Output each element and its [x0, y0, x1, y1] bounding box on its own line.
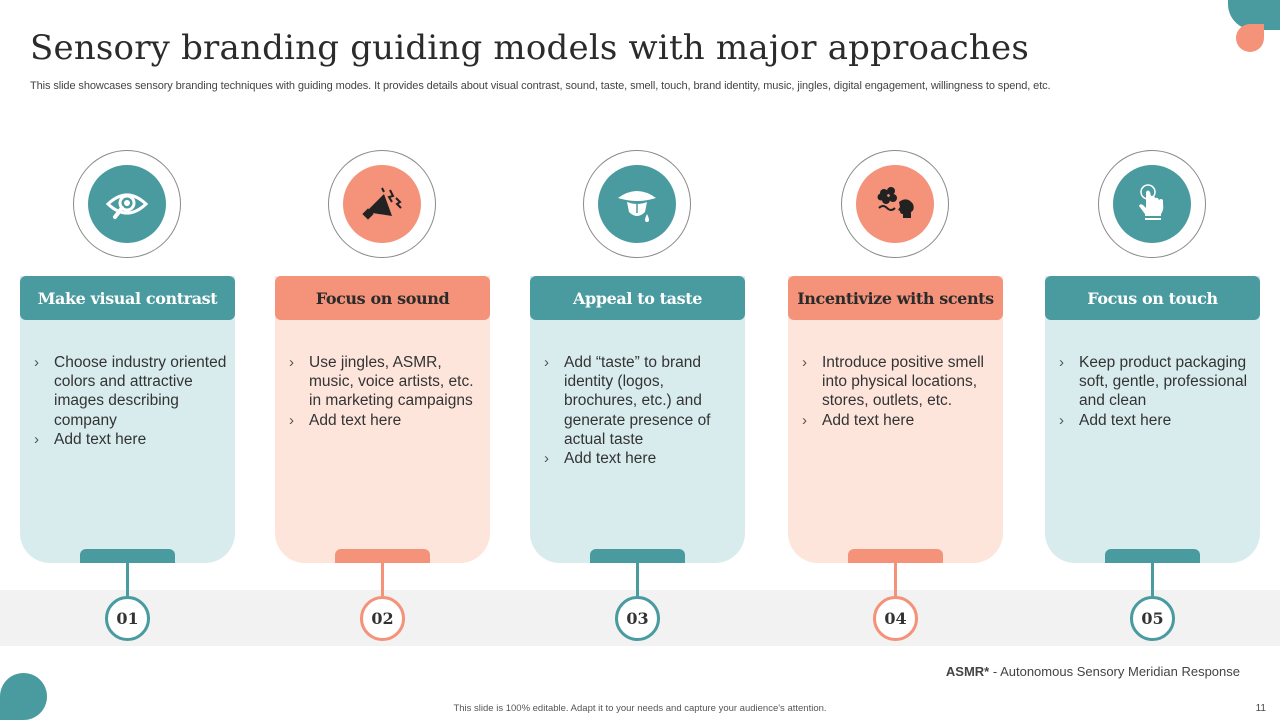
chevron-right-icon: › — [1059, 411, 1064, 429]
chevron-right-icon: › — [34, 430, 39, 448]
step-number: 04 — [873, 596, 918, 641]
step-number: 05 — [1130, 596, 1175, 641]
chevron-right-icon: › — [802, 411, 807, 429]
list-item: ›Add text here — [802, 411, 915, 429]
mouth-tongue-icon — [618, 191, 656, 222]
approach-card: Make visual contrast ›Choose industry or… — [20, 276, 235, 563]
icon-ring — [328, 150, 436, 258]
icon-ring — [1098, 150, 1206, 258]
icon-ring — [841, 150, 949, 258]
chevron-right-icon: › — [544, 450, 549, 468]
approach-card: Focus on touch ›Keep product packaging s… — [1045, 276, 1260, 563]
icon-ring — [73, 150, 181, 258]
column-touch: Focus on touch ›Keep product packaging s… — [1045, 150, 1260, 650]
card-tab — [590, 549, 685, 563]
slide-title: Sensory branding guiding models with maj… — [30, 28, 1029, 68]
connector-line — [381, 563, 384, 596]
list-item: ›Add text here — [289, 411, 402, 429]
card-body: ›Introduce positive smell into physical … — [802, 353, 997, 430]
list-item: ›Add text here — [34, 430, 147, 448]
head-flower-scent-icon — [877, 187, 914, 218]
connector-line — [636, 563, 639, 596]
list-item: ›Add “taste” to brand identity (logos, b… — [544, 354, 711, 448]
card-body: ›Use jingles, ASMR, music, voice artists… — [289, 353, 484, 430]
connector-line — [126, 563, 129, 596]
card-heading: Focus on touch — [1045, 276, 1260, 320]
footnote-term: ASMR* — [945, 664, 990, 679]
approach-card: Focus on sound ›Use jingles, ASMR, music… — [275, 276, 490, 563]
megaphone-icon — [362, 187, 402, 220]
chevron-right-icon: › — [289, 354, 294, 371]
list-item: ›Add text here — [544, 450, 657, 468]
corner-decoration-dot — [1236, 24, 1264, 52]
column-visual: Make visual contrast ›Choose industry or… — [20, 150, 235, 650]
chevron-right-icon: › — [34, 354, 39, 371]
card-heading: Incentivize with scents — [788, 276, 1003, 320]
approach-card: Appeal to taste ›Add “taste” to brand id… — [530, 276, 745, 563]
chevron-right-icon: › — [544, 354, 549, 371]
approach-card: Incentivize with scents ›Introduce posit… — [788, 276, 1003, 563]
bottom-note: This slide is 100% editable. Adapt it to… — [453, 703, 827, 714]
list-item: ›Choose industry oriented colors and att… — [34, 354, 227, 429]
slide-subtitle: This slide showcases sensory branding te… — [30, 80, 1051, 92]
card-heading: Make visual contrast — [20, 276, 235, 320]
touch-hand-icon — [1139, 184, 1164, 220]
footnote-definition: - Autonomous Sensory Meridian Response — [989, 664, 1240, 679]
chevron-right-icon: › — [802, 354, 807, 371]
eye-magnifier-icon — [105, 193, 149, 219]
card-tab — [80, 549, 175, 563]
card-tab — [848, 549, 943, 563]
corner-decoration-bottom — [0, 673, 47, 720]
chevron-right-icon: › — [1059, 354, 1064, 371]
card-tab — [335, 549, 430, 563]
card-tab — [1105, 549, 1200, 563]
connector-line — [1151, 563, 1154, 596]
step-number: 03 — [615, 596, 660, 641]
list-item: ›Use jingles, ASMR, music, voice artists… — [289, 354, 474, 410]
chevron-right-icon: › — [289, 411, 294, 429]
card-body: ›Add “taste” to brand identity (logos, b… — [544, 353, 739, 468]
card-heading: Appeal to taste — [530, 276, 745, 320]
connector-line — [894, 563, 897, 596]
column-sound: Focus on sound ›Use jingles, ASMR, music… — [275, 150, 490, 650]
list-item: ›Introduce positive smell into physical … — [802, 354, 984, 410]
page-number: 11 — [1255, 703, 1266, 714]
column-scent: Incentivize with scents ›Introduce posit… — [788, 150, 1003, 650]
list-item: ›Keep product packaging soft, gentle, pr… — [1059, 354, 1248, 410]
card-body: ›Keep product packaging soft, gentle, pr… — [1059, 353, 1254, 430]
column-taste: Appeal to taste ›Add “taste” to brand id… — [530, 150, 745, 650]
icon-ring — [583, 150, 691, 258]
footnote: ASMR* - Autonomous Sensory Meridian Resp… — [946, 664, 1240, 679]
step-number: 02 — [360, 596, 405, 641]
step-number: 01 — [105, 596, 150, 641]
card-body: ›Choose industry oriented colors and att… — [34, 353, 229, 449]
card-heading: Focus on sound — [275, 276, 490, 320]
list-item: ›Add text here — [1059, 411, 1172, 429]
